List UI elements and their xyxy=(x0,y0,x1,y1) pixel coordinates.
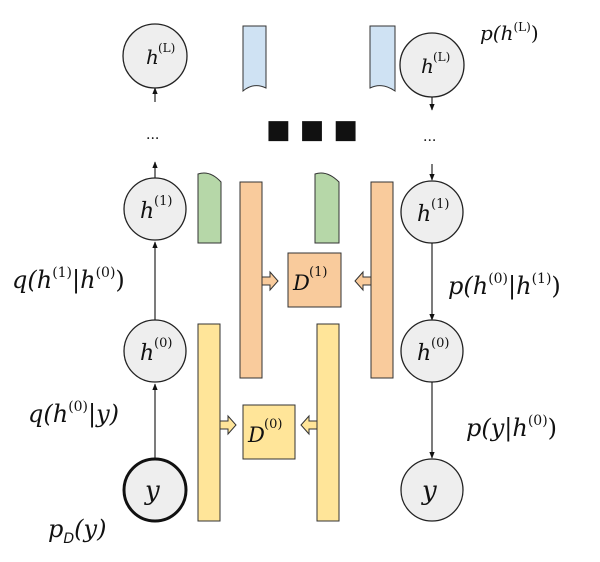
left-node-h0-sup: (0) xyxy=(154,336,172,351)
label-p-data: pD(y) xyxy=(48,515,106,547)
right-node-h1-sup: (1) xyxy=(431,197,449,212)
left-node-h1-base: h xyxy=(140,199,154,224)
right-node-h0-base: h xyxy=(417,341,431,366)
label-p-y-given-h0: p(y|h(0)) xyxy=(466,413,557,443)
orange-bar-right xyxy=(370,181,394,379)
blue-feature-left xyxy=(242,25,267,93)
right-node-h1 xyxy=(400,180,464,244)
left-node-h1 xyxy=(123,177,187,241)
arrow-into-d0-left xyxy=(219,414,237,436)
right-ellipsis: ... xyxy=(423,129,436,145)
arrow-into-d1-left xyxy=(261,270,279,292)
arrow-into-d0-right xyxy=(300,414,318,436)
left-node-hL-base: h xyxy=(146,45,159,69)
left-node-y-label: y xyxy=(144,476,160,506)
blue-feature-right xyxy=(369,25,396,92)
left-node-h0-base: h xyxy=(140,341,154,366)
right-node-h0-sup: (0) xyxy=(431,336,449,351)
yellow-bar-right xyxy=(316,323,340,522)
right-node-h0 xyxy=(400,319,464,383)
yellow-bar-left xyxy=(197,323,221,522)
left-node-hL-sup: (L) xyxy=(158,41,175,55)
green-feature-left xyxy=(197,172,222,244)
discriminator-d1-base: D xyxy=(292,271,310,295)
label-p-h0-given-h1: p(h(0)|h(1)) xyxy=(448,271,561,301)
discriminator-d0-sup: (0) xyxy=(264,417,282,432)
orange-bar-left xyxy=(239,181,263,379)
left-node-h1-sup: (1) xyxy=(154,194,172,209)
right-node-hL-sup: (L) xyxy=(433,50,450,64)
discriminator-d1 xyxy=(287,252,342,308)
middle-ellipsis: ■ ■ ■ xyxy=(266,115,358,145)
left-node-h0 xyxy=(123,319,187,383)
arrow-into-d1-right xyxy=(354,270,372,292)
right-node-y-label: y xyxy=(421,476,437,506)
right-chain: h (L) ... h (1) h (0) y xyxy=(399,32,465,522)
left-ellipsis: ... xyxy=(146,127,159,143)
discriminator-d1-sup: (1) xyxy=(309,265,327,280)
left-chain: h (L) ... h (1) h (0) y xyxy=(122,23,188,523)
right-node-hL-base: h xyxy=(421,54,434,78)
green-feature-right xyxy=(314,172,340,244)
left-node-y xyxy=(122,457,188,523)
label-p-hL: p(h(L)) xyxy=(480,20,539,45)
discriminator-d0-base: D xyxy=(247,423,265,447)
right-node-h1-base: h xyxy=(417,202,431,227)
right-node-y xyxy=(400,458,464,522)
label-q-h0-given-y: q(h(0)|y) xyxy=(28,399,119,429)
discriminator-d0 xyxy=(242,404,296,460)
label-q-h1-given-h0: q(h(1)|h(0)) xyxy=(12,265,125,295)
